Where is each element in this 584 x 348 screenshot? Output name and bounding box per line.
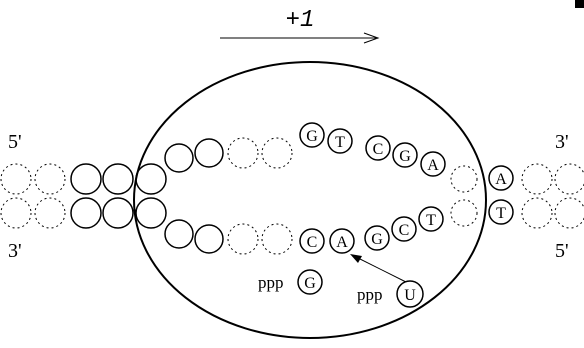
strand-end-labels: 5' 3' 3' 5' (8, 131, 569, 262)
ppp-g-prefix: ppp (258, 273, 284, 292)
corner-mark (575, 0, 584, 8)
bottom-nucleotide-1: C (299, 228, 325, 254)
ppp-u-letter: U (404, 287, 416, 304)
top-left-end-label: 5' (8, 131, 22, 153)
top-nucleotide-3: C (365, 135, 391, 161)
ppp-u-nucleotide: ppp U (357, 280, 424, 308)
bottom-nucleotide-2: A (329, 228, 355, 254)
ppp-g-nucleotide: ppp G (258, 269, 323, 295)
top-nucleotide-label: T (335, 134, 345, 151)
bottom-nucleotide-label: C (307, 234, 318, 251)
direction-label: +1 (286, 7, 315, 34)
top-right-end-label: 3' (555, 131, 569, 153)
top-nucleotide-label: G (399, 148, 411, 165)
bottom-nucleotide-label: T (496, 205, 506, 222)
bottom-nucleotide-3: G (364, 225, 390, 251)
top-nucleotide-5: A (420, 151, 446, 177)
top-strand: G T C G A A (299, 122, 514, 191)
bottom-nucleotide-label: G (371, 231, 383, 248)
top-nucleotide-1: G (299, 122, 325, 148)
bottom-left-end-label: 3' (8, 240, 22, 262)
bottom-strand: C A G C T T (299, 199, 514, 254)
bottom-nucleotide-label: C (399, 222, 410, 239)
solid-nucleotides (70, 138, 224, 254)
top-nucleotide-4: G (392, 142, 418, 168)
top-nucleotide-2: T (327, 128, 353, 154)
dashed-nucleotides (0, 137, 584, 255)
bottom-nucleotide-label: T (426, 212, 436, 229)
bottom-nucleotide-4: C (391, 216, 417, 242)
direction-arrow (220, 32, 380, 44)
top-nucleotide-label: C (373, 141, 384, 158)
bottom-nucleotide-5: T (418, 206, 444, 232)
top-nucleotide-label: G (306, 128, 318, 145)
ppp-u-prefix: ppp (357, 285, 383, 304)
incorporation-arrow (350, 254, 407, 283)
bottom-nucleotide-6: T (488, 199, 514, 225)
ppp-g-letter: G (304, 275, 316, 292)
bottom-right-end-label: 5' (555, 240, 569, 262)
top-nucleotide-6: A (488, 165, 514, 191)
polymerase-bubble (133, 61, 487, 339)
top-nucleotide-label: A (495, 171, 507, 188)
bottom-nucleotide-label: A (336, 234, 348, 251)
top-nucleotide-label: A (427, 157, 439, 174)
